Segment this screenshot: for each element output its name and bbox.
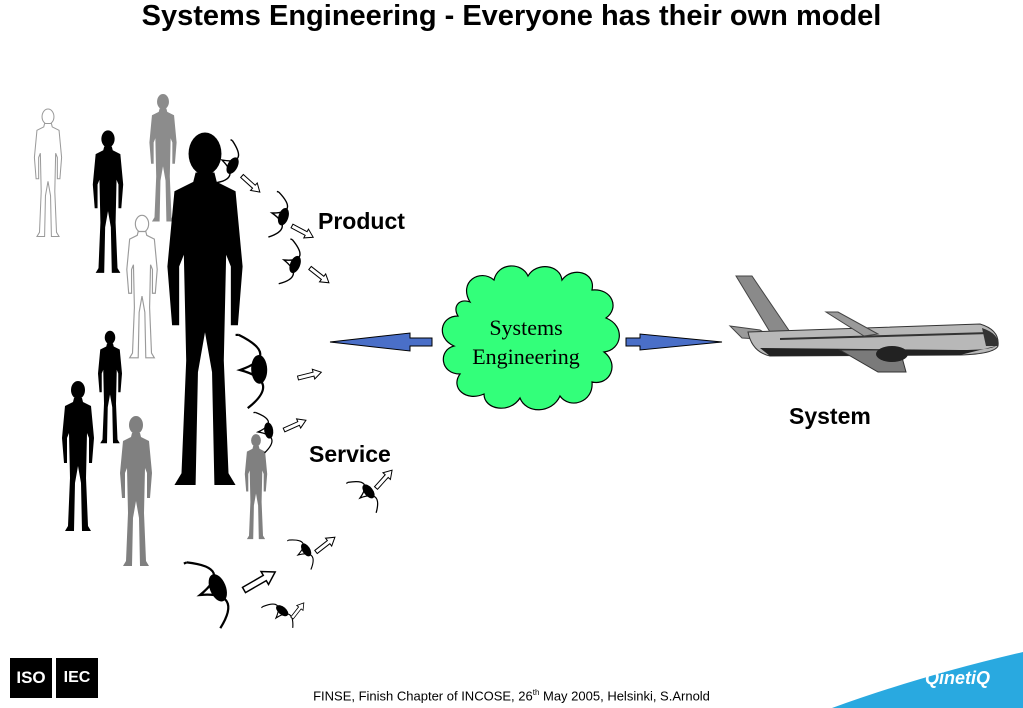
iso-logo: ISO: [10, 658, 52, 698]
service-label: Service: [309, 441, 391, 467]
cloud-text-line1: Systems: [489, 315, 563, 340]
footer-text-tail: May 2005, Helsinki, S.Arnold: [539, 688, 710, 704]
iec-logo: IEC: [56, 658, 98, 698]
airplane-image: [728, 275, 999, 373]
footer-text-main: FINSE, Finish Chapter of INCOSE, 26: [313, 688, 533, 704]
qinetiq-logo: QinetiQ: [925, 668, 991, 688]
arrow-left-to-viewers: [329, 332, 433, 352]
cloud-text: Systems Engineering: [452, 313, 600, 371]
page-title: Systems Engineering - Everyone has their…: [141, 0, 882, 32]
product-label: Product: [318, 208, 405, 234]
systems-engineering-cloud: [441, 265, 620, 411]
footer-superscript: th: [532, 688, 540, 697]
system-label: System: [789, 403, 871, 429]
arrow-right-to-system: [625, 333, 723, 351]
footer-text: FINSE, Finish Chapter of INCOSE, 26th Ma…: [0, 688, 1023, 703]
cloud-text-line2: Engineering: [472, 344, 580, 369]
